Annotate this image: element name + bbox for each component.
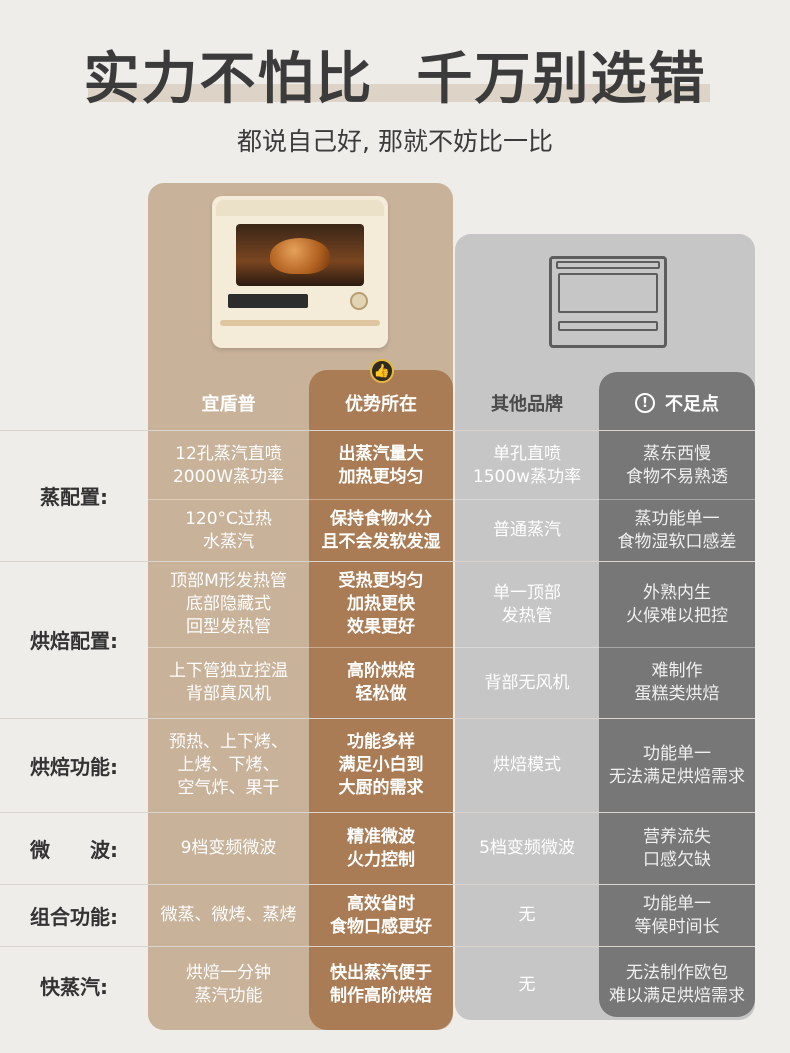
table-cell-advantage: 功能多样 满足小白到 大厨的需求 [338,732,424,798]
row-divider [0,561,755,562]
header-weakness-label: 不足点 [665,394,719,415]
table-cell-advantage: 精准微波 火力控制 [347,826,415,870]
title-underline [88,84,710,102]
row-divider [0,812,755,813]
table-cell-advantage: 保持食物水分 且不会发软发湿 [321,508,441,552]
header-other: 其他品牌 [491,394,563,415]
table-cell-weakness: 蒸功能单一 食物湿软口感差 [617,508,737,552]
category-microwave: 微 波: [30,837,118,862]
advantage-column [309,370,453,1030]
oven-display-panel [228,294,308,308]
table-cell-brand: 9档变频微波 [180,838,277,858]
table-cell-brand: 顶部M形发热管 底部隐藏式 回型发热管 [170,571,287,637]
category-steam: 蒸配置: [40,485,108,509]
table-cell-weakness: 功能单一 无法满足烘焙需求 [609,743,745,787]
table-cell-other: 无 [518,905,536,925]
weakness-column [599,372,755,1017]
category-baking-config: 烘焙配置: [30,629,118,653]
table-cell-other: 普通蒸汽 [493,520,561,540]
table-cell-brand: 微蒸、微烤、蒸烤 [160,905,297,925]
table-cell-other: 5档变频微波 [479,838,575,858]
table-cell-brand: 120°C过热 水蒸汽 [185,508,272,552]
oven-bottom-strip [220,320,380,326]
table-cell-other: 无 [518,974,536,995]
table-cell-advantage: 高效省时 食物口感更好 [330,893,432,937]
category-quick-steam: 快蒸汽: [40,974,108,999]
oven-knob [350,292,368,310]
page-title: 实力不怕比 千万别选错 [83,47,707,112]
table-cell-other: 单孔直喷 1500w蒸功率 [472,443,582,487]
row-divider [0,430,755,431]
other-oven-icon [549,256,667,348]
table-cell-advantage: 高阶烘焙 轻松做 [347,661,415,704]
other-oven-window [558,273,658,313]
oven-window [236,224,364,286]
roast-turkey-image [270,238,330,274]
oven-top-bar [216,200,384,216]
table-cell-weakness: 无法制作欧包 难以满足烘焙需求 [609,963,745,1006]
product-oven-image [212,196,388,348]
category-combo: 组合功能: [30,904,118,929]
row-divider [0,884,755,885]
other-oven-top [556,261,660,269]
table-cell-brand: 预热、上下烤、 上烤、下烤、 空气炸、果干 [169,732,288,798]
info-icon: ! [635,393,655,413]
table-cell-brand: 上下管独立控温 背部真风机 [169,661,288,704]
row-divider [148,647,755,648]
table-cell-weakness: 难制作 蛋糕类烘焙 [634,661,720,704]
table-cell-weakness: 营养流失 口感欠缺 [643,826,711,870]
table-cell-advantage: 出蒸汽量大 加热更均匀 [338,443,424,487]
table-cell-brand: 12孔蒸汽直喷 2000W蒸功率 [172,443,285,487]
table-cell-other: 背部无风机 [484,672,570,693]
table-cell-other: 烘焙模式 [493,755,561,775]
header-brand: 宜盾普 [201,394,256,415]
other-oven-bar [558,321,658,331]
table-cell-weakness: 蒸东西慢 食物不易熟透 [626,443,728,487]
row-divider [0,946,755,947]
table-cell-weakness: 外熟内生 火候难以把控 [626,582,728,626]
table-cell-advantage: 快出蒸汽便于 制作高阶烘焙 [330,963,432,1006]
row-divider [0,718,755,719]
category-baking-function: 烘焙功能: [30,754,118,779]
row-divider [148,499,755,500]
thumbs-up-icon: 👍 [370,359,394,383]
header-advantage: 优势所在 [345,394,417,415]
page-subtitle: 都说自己好, 那就不妨比一比 [237,127,553,156]
table-cell-advantage: 受热更均匀 加热更快 效果更好 [338,571,424,637]
table-cell-brand: 烘焙一分钟 蒸汽功能 [186,963,271,1006]
table-cell-weakness: 功能单一 等候时间长 [634,893,720,937]
header-weakness: ! 不足点 [599,388,755,418]
table-cell-other: 单一顶部 发热管 [493,582,561,626]
